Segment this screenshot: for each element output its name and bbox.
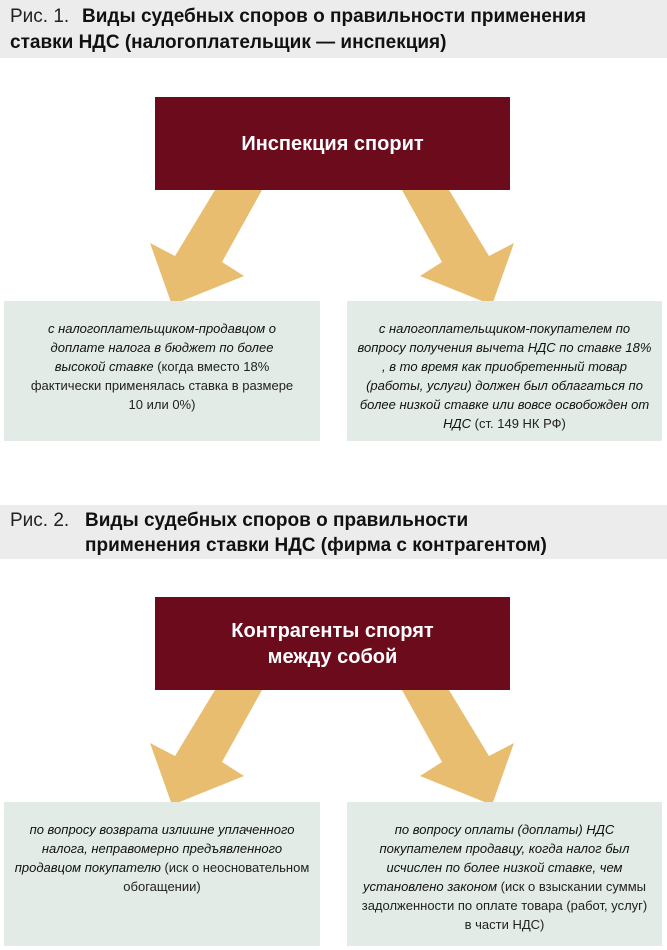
figure-1-title-line1: Виды судебных споров о правильности прим… — [82, 6, 587, 27]
right-box-emphasis: по вопросу оплаты (доплаты) НДС покупате… — [363, 822, 630, 894]
figure-1-title-line2: ставки НДС (налогоплательщик — инспекция… — [10, 32, 447, 53]
figure-1-hub: Инспекция спорит — [155, 97, 510, 190]
arrow-right-icon — [402, 690, 514, 805]
right-box-emphasis: с налогоплательщиком-покупателем по вопр… — [357, 321, 652, 431]
figure-1-left-box: с налогоплательщиком-продавцом о доплате… — [4, 301, 320, 441]
right-box-note: (ст. 149 НК РФ) — [471, 416, 566, 431]
figure-1-arrows — [150, 190, 514, 305]
arrow-left-icon — [150, 690, 262, 805]
left-box-note: (иск о неосновательном обогащении) — [123, 860, 310, 894]
figure-1-number: Рис. 1. — [10, 6, 70, 27]
figure-1-right-box: с налогоплательщиком-покупателем по вопр… — [347, 301, 662, 441]
figure-2-left-box: по вопросу возврата излишне уплаченного … — [4, 802, 320, 946]
figure-2-number: Рис. 2. — [10, 510, 70, 531]
figure-2-title-line1: Виды судебных споров о правильности — [85, 510, 469, 531]
arrow-right-icon — [402, 190, 514, 305]
figure-2-right-box: по вопросу оплаты (доплаты) НДС покупате… — [347, 802, 662, 946]
figure-2-arrows — [150, 690, 514, 805]
figure-2-hub: Контрагенты спорят между собой — [155, 597, 510, 690]
figure-2-title: Рис. 2. Виды судебных споров о правильно… — [0, 505, 667, 559]
figure-1-title: Рис. 1. Виды судебных споров о правильно… — [0, 0, 667, 58]
left-box-emphasis: с налогоплательщиком-продавцом о доплате… — [47, 321, 277, 374]
figure-2-title-line2: применения ставки НДС (фирма с контраген… — [85, 535, 547, 556]
right-box-note: (иск о взыскании суммы задолженности по … — [361, 879, 648, 932]
left-box-emphasis: по вопросу возврата излишне уплаченного … — [14, 822, 295, 875]
arrow-left-icon — [150, 190, 262, 305]
left-box-note: (когда вместо 18% фактически применялась… — [30, 359, 294, 412]
